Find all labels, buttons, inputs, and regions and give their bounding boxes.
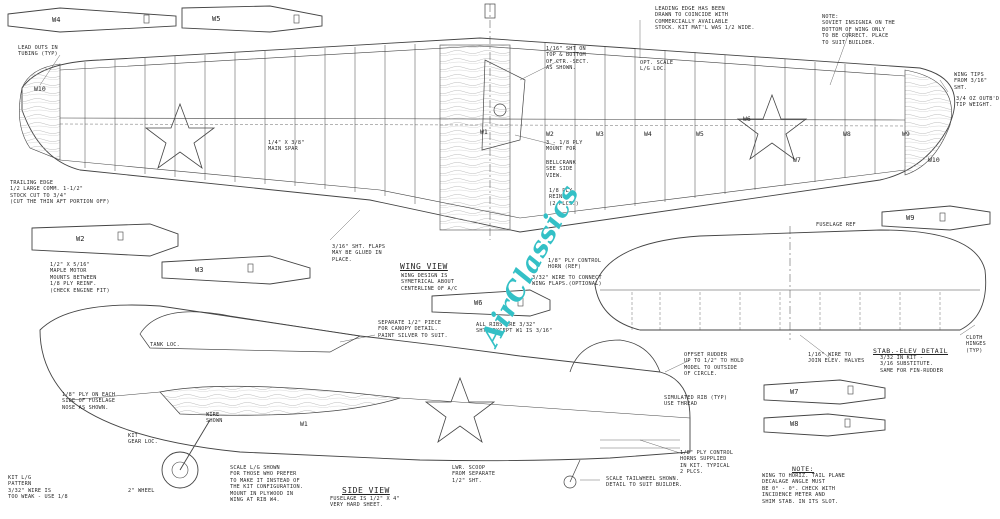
rib-template-w9 [881,205,991,231]
part-label-w9: W9 [906,214,915,222]
wing-tip-right [904,69,952,176]
main-wheel [161,451,199,489]
note-wheel: 2" WHEEL [128,488,155,494]
note-wing-tips: WING TIPS FROM 3/16" SHT. [954,72,988,91]
note-tank-loc: TANK LOC. [150,342,180,348]
part-label-w2: W2 [76,235,85,243]
note-leading-edge: LEADING EDGE HAS BEEN DRAWN TO COINCIDE … [655,6,755,32]
note-title: NOTE: [792,465,815,473]
fuselage-rib-label-w1: W1 [300,420,308,428]
note-canopy: SEPARATE 1/2" PIECE FOR CANOPY DETAIL. P… [378,320,448,339]
note-cloth-hinges: CLOTH HINGES (TYP) [966,335,986,354]
note-wing-design: WING DESIGN IS SYMETRICAL ABOUT CENTERLI… [401,273,458,292]
part-label-w6: W6 [474,299,483,307]
insignia-star-left [144,102,216,170]
note-simulated-rib: SIMULATED RIB (TYP) USE THREAD [664,395,728,408]
note-flaps: 3/16" SHT. FLAPS MAY BE GLUED IN PLACE. [332,244,386,263]
note-tailwheel: SCALE TAILWHEEL SHOWN. DETAIL TO SUIT BU… [606,476,683,489]
rib-template-w7 [763,379,886,405]
note-soviet-insignia: NOTE: SOVIET INSIGNIA ON THE BOTTOM OF W… [822,14,896,46]
rib-label-w7: W7 [793,156,801,164]
note-stab-substitute: 3/32 IN KIT - 3/16 SUBSTITUTE. SAME FOR … [880,355,944,374]
bellcrank-mount [481,59,526,151]
part-label-w5: W5 [212,15,221,23]
part-label-w8: W8 [790,420,799,428]
rib-template-w4 [7,7,177,33]
fuselage-star [424,376,496,444]
note-scale-lg-loc: OPT. SCALE L/G LOC. [640,60,674,73]
trailing-edge-line [59,159,906,219]
note-center-sheet: 1/16" SHT ON TOP & BOTTOM OF CTR.-SECT. … [546,46,590,72]
main-spar-line [59,117,906,121]
rib-label-w8: W8 [843,130,851,138]
wing-view-title: WING VIEW [400,262,448,271]
part-label-w3: W3 [195,266,204,274]
note-wire-flaps: 3/32" WIRE TO CONNECT WING FLAPS.(OPTION… [532,275,602,288]
fin-rudder-outline [569,339,661,373]
rib-label-w10-right: W10 [928,156,940,164]
note-lead-outs: LEAD OUTS IN TUBING (TYP) [18,45,58,58]
rib-label-w3: W3 [596,130,604,138]
rib-template-w6 [431,289,551,317]
note-lower-scoop: LWR. SCOOP FROM SEPARATE 1/2" SHT. [452,465,496,484]
rib-label-w5: W5 [696,130,704,138]
note-tip-weight: 3/4 OZ OUTB'D TIP WEIGHT. [956,96,1000,109]
note-control-horn: 1/8" PLY CONTROL HORN (REF) [548,258,602,271]
note-scale-lg: SCALE L/G SHOWN FOR THOSE WHO PREFER TO … [230,465,304,504]
rib-label-w9: W9 [902,130,910,138]
wing-tip-left [19,63,61,161]
note-all-ribs: ALL RIBS ARE 3/32" SHT. EXCEPT W1 IS 3/1… [476,322,553,335]
note-fuselage-sheet: FUSELAGE IS 1/2" X 4" VERY HARD SHEET. [330,496,400,509]
rib-label-w1: W1 [480,128,488,136]
note-join-elevator: 1/16" WIRE TO JOIN ELEV. HALVES [808,352,865,365]
rib-template-w5 [181,5,323,33]
note-decalage: WING TO HORIZ. TAIL PLANE DECALAGE ANGLE… [762,473,846,505]
note-trailing-edge: TRAILING EDGE 1/2 LARGE COMM. 1-1/2" STO… [10,180,110,206]
stab-detail-title: STAB.-ELEV DETAIL [873,347,949,355]
note-ply-reinf: 1/8 PLY REINF. (2 PLCS.) [549,188,579,207]
note-main-spar: 1/4" X 3/8" MAIN SPAR [268,140,305,153]
note-maple-mounts: 1/2" X 5/16" MAPLE MOTOR MOUNTS BETWEEN … [50,262,110,294]
leading-edge-line [59,45,906,77]
rib-label-w4: W4 [644,130,652,138]
wing-center-section-sheet [439,44,511,231]
tail-wheel [563,475,577,489]
stab-elevator-outline [594,229,987,331]
wing-ribs [84,42,876,218]
note-kit-gear: KIT GEAR LOC. [128,433,158,446]
insignia-star-right [736,93,808,161]
part-label-w7: W7 [790,388,799,396]
rib-label-w10-left: W10 [34,85,46,93]
part-label-w4: W4 [52,16,61,24]
rib-template-w8 [763,413,886,437]
note-wire-shown: WIRE SHOWN [206,412,223,425]
rib-template-w2 [31,223,179,257]
note-bellcrank: BELLCRANK SEE SIDE VIEW. [546,160,576,179]
side-view-title: SIDE VIEW [342,486,390,495]
rib-label-w6: W6 [743,115,751,123]
note-fuselage-ref: FUSELAGE REF [816,222,856,228]
note-kit-lg-pattern: KIT L/G PATTERN 3/32" WIRE IS TOO WEAK -… [8,475,68,501]
wing-root-section [159,385,401,416]
note-offset-rudder: OFFSET RUDDER UP TO 1/2" TO HOLD MODEL T… [684,352,744,378]
note-ply-horns: 1/8" PLY CONTROL HORNS SUPPLIED IN KIT. … [680,450,734,476]
canopy-outline [139,311,362,353]
note-ply-mount: 3 - 1/8 PLY MOUNT FOR [546,140,583,153]
rib-template-w3 [161,255,311,285]
note-ply-nose: 1/8" PLY ON EACH SIDE OF FUSELAGE NOSE A… [62,392,116,411]
rib-label-w2: W2 [546,130,554,138]
